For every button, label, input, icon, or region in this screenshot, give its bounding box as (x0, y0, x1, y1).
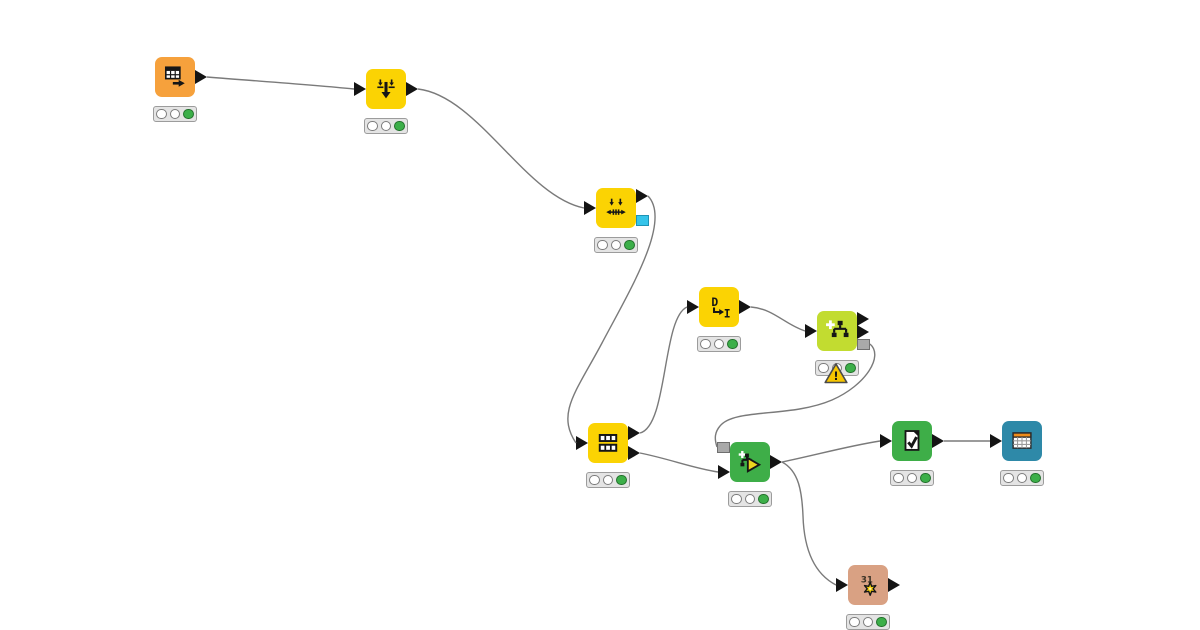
partitioning-node[interactable] (576, 423, 640, 488)
traffic-light (594, 237, 638, 253)
svg-text:I: I (724, 306, 731, 320)
status-lamp-green (876, 616, 887, 628)
data-in-port[interactable] (990, 434, 1002, 448)
data-in-port[interactable] (584, 201, 596, 215)
status-lamp-off (849, 616, 860, 628)
edge-learner-to-predictor[interactable] (714, 343, 876, 448)
status-lamp-green (183, 108, 194, 120)
double-to-int-node[interactable]: D I (687, 287, 751, 352)
decision-tree-predictor-icon (737, 449, 763, 475)
model-in-port[interactable] (717, 441, 730, 453)
data-source-node[interactable] (153, 57, 207, 122)
status-lamp-off (713, 338, 725, 350)
svg-text:!: ! (833, 369, 838, 383)
traffic-light (586, 472, 630, 488)
status-lamp-off (367, 120, 378, 132)
snippet-node[interactable]: 31 (836, 565, 900, 630)
status-lamp-off (906, 472, 918, 484)
traffic-light (364, 118, 408, 134)
data-out-port[interactable] (739, 300, 751, 314)
double-to-int-icon: D I (706, 294, 732, 320)
data-out-port[interactable] (932, 434, 944, 448)
status-lamp-green (920, 472, 931, 484)
data-out-port[interactable] (195, 70, 207, 84)
traffic-light (697, 336, 741, 352)
sorter-node[interactable] (354, 69, 418, 134)
svg-text:31: 31 (861, 575, 873, 585)
data-out-port[interactable] (406, 82, 418, 96)
data-out-port[interactable] (888, 578, 900, 592)
scorer-node[interactable] (880, 421, 944, 486)
data-out-port[interactable] (636, 189, 648, 203)
edge-sorter-to-binner[interactable] (417, 88, 585, 209)
status-lamp-off (156, 108, 167, 120)
edge-partitioning-to-double-to-int[interactable] (639, 306, 688, 434)
status-lamp-green (1030, 472, 1041, 484)
status-lamp-off (862, 616, 874, 628)
status-lamp-off (169, 108, 181, 120)
decision-tree-predictor-node[interactable] (717, 441, 782, 507)
data-in-port[interactable] (805, 324, 817, 338)
data-out-port[interactable] (770, 455, 782, 469)
status-lamp-off (731, 493, 742, 505)
sort-descending-icon (373, 76, 399, 102)
status-lamp-off (700, 338, 711, 350)
status-lamp-off (610, 239, 622, 251)
traffic-light (153, 106, 197, 122)
status-lamp-off (893, 472, 904, 484)
edge-source-to-sorter[interactable] (206, 76, 355, 90)
data-in-port[interactable] (354, 82, 366, 96)
status-lamp-green (616, 474, 627, 486)
data-in-port[interactable] (880, 434, 892, 448)
svg-text:D: D (711, 295, 718, 309)
data-in-port[interactable] (836, 578, 848, 592)
edge-predictor-to-snippet[interactable] (781, 461, 837, 586)
status-lamp-off (1003, 472, 1014, 484)
traffic-light (728, 491, 772, 507)
decision-tree-learner-icon (824, 318, 850, 344)
model-out-port[interactable] (857, 338, 870, 350)
data-in-port[interactable] (687, 300, 699, 314)
status-lamp-off (597, 239, 608, 251)
edge-predictor-to-scorer[interactable] (781, 440, 881, 463)
table-export-icon (162, 64, 188, 90)
star-badge-icon: 31 (855, 572, 881, 598)
status-lamp-off (602, 474, 614, 486)
status-lamp-off (380, 120, 392, 132)
data-out-port[interactable] (857, 325, 869, 339)
traffic-light (890, 470, 934, 486)
edge-binner-to-partitioning[interactable] (567, 195, 656, 444)
status-lamp-off (818, 362, 829, 374)
table-view-icon (1009, 428, 1035, 454)
data-out-port[interactable] (628, 426, 640, 440)
edge-partitioning-to-predictor[interactable] (639, 452, 719, 473)
table-view-node[interactable] (990, 421, 1044, 486)
data-out-port[interactable] (857, 312, 869, 326)
document-check-icon (899, 428, 925, 454)
status-lamp-off (744, 493, 756, 505)
data-out-port[interactable] (628, 446, 640, 460)
binning-axis-icon (603, 195, 629, 221)
status-lamp-green (727, 338, 738, 350)
data-in-port[interactable] (718, 465, 730, 479)
warning-badge-icon: ! (824, 362, 848, 384)
partitioning-icon (595, 430, 621, 456)
edge-double-to-int-to-learner[interactable] (750, 306, 806, 332)
traffic-light (1000, 470, 1044, 486)
model-out-port[interactable] (636, 214, 649, 226)
data-in-port[interactable] (576, 436, 588, 450)
status-lamp-green (758, 493, 769, 505)
status-lamp-off (589, 474, 600, 486)
status-lamp-off (1016, 472, 1028, 484)
status-lamp-green (394, 120, 405, 132)
status-lamp-green (845, 362, 856, 374)
status-lamp-green (624, 239, 635, 251)
binner-node[interactable] (584, 188, 649, 253)
